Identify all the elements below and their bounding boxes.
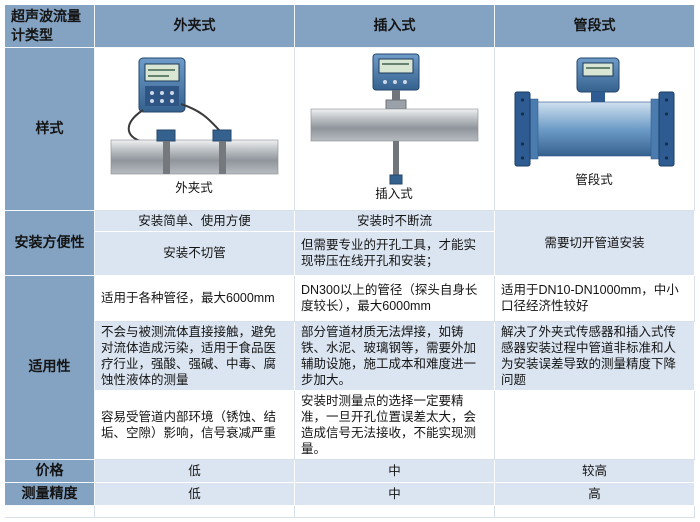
row-label-applicability: 适用性 — [5, 275, 95, 460]
empty-cell — [295, 505, 495, 518]
applicability-pipe-section-3 — [495, 390, 695, 460]
accuracy-insertion: 中 — [295, 482, 495, 506]
pipe-section-flowmeter-image: 管段式 — [514, 57, 675, 187]
price-clamp: 低 — [95, 459, 295, 483]
style-cell-insertion: 插入式 — [295, 47, 495, 211]
clamp-on-flowmeter-image: 外夹式 — [110, 57, 279, 195]
insertion-flowmeter-image: 插入式 — [310, 53, 479, 201]
applicability-pipe-section-1: 适用于DN10-DN1000mm，中小口径经济性较好 — [495, 275, 695, 322]
applicability-row-2: 不会与被测流体直接接触，避免对流体造成污染，适用于食品医疗行业，强酸、强碱、中毒… — [5, 321, 695, 391]
row-label-price: 价格 — [5, 459, 95, 483]
pipe-section-image-caption: 管段式 — [575, 172, 613, 187]
install-clamp-note-2: 安装不切管 — [95, 231, 295, 276]
empty-cell — [5, 505, 95, 518]
header-corner: 超声波流量计类型 — [5, 5, 95, 48]
install-insertion-note-2: 但需要专业的开孔工具，才能实现带压在线开孔和安装； — [295, 231, 495, 276]
price-pipe-section: 较高 — [495, 459, 695, 483]
clamp-on-image-caption: 外夹式 — [175, 181, 213, 195]
install-row-1: 安装方便性 安装简单、使用方便 安装时不断流 需要切开管道安装 — [5, 210, 695, 276]
install-pipe-section-note: 需要切开管道安装 — [495, 210, 695, 276]
applicability-clamp-1: 适用于各种管径，最大6000mm — [95, 275, 295, 322]
row-label-style: 样式 — [5, 47, 95, 211]
column-header-clamp-on: 外夹式 — [95, 5, 295, 48]
header-row: 超声波流量计类型 外夹式 插入式 管段式 — [5, 5, 695, 48]
accuracy-row: 测量精度 低 中 高 — [5, 482, 695, 506]
empty-cell — [95, 505, 295, 518]
empty-bottom-row — [5, 505, 695, 518]
column-header-pipe-section: 管段式 — [495, 5, 695, 48]
style-row: 样式 — [5, 47, 695, 211]
applicability-row-3: 容易受管道内部环境（锈蚀、结垢、空隙）影响，信号衰减严重 安装时测量点的选择一定… — [5, 390, 695, 460]
empty-cell — [495, 505, 695, 518]
applicability-clamp-3: 容易受管道内部环境（锈蚀、结垢、空隙）影响，信号衰减严重 — [95, 390, 295, 460]
flowmeter-comparison-table: 超声波流量计类型 外夹式 插入式 管段式 样式 — [5, 5, 695, 518]
install-insertion-note-1: 安装时不断流 — [295, 210, 495, 232]
applicability-clamp-2: 不会与被测流体直接接触，避免对流体造成污染，适用于食品医疗行业，强酸、强碱、中毒… — [95, 321, 295, 391]
row-label-accuracy: 测量精度 — [5, 482, 95, 506]
applicability-pipe-section-2: 解决了外夹式传感器和插入式传感器安装过程中管道非标准和人为安装误差导致的测量精度… — [495, 321, 695, 391]
install-row-2: 安装不切管 但需要专业的开孔工具，才能实现带压在线开孔和安装； — [5, 231, 695, 276]
accuracy-clamp: 低 — [95, 482, 295, 506]
row-label-installation: 安装方便性 — [5, 210, 95, 276]
accuracy-pipe-section: 高 — [495, 482, 695, 506]
applicability-insertion-2: 部分管道材质无法焊接，如铸铁、水泥、玻璃钢等，需要外加辅助设施，施工成本和难度进… — [295, 321, 495, 391]
applicability-row-1: 适用性 适用于各种管径，最大6000mm DN300以上的管径（探头自身长度较长… — [5, 275, 695, 460]
install-clamp-note-1: 安装简单、使用方便 — [95, 210, 295, 232]
style-cell-pipe-section: 管段式 — [495, 47, 695, 211]
price-insertion: 中 — [295, 459, 495, 483]
insertion-image-caption: 插入式 — [375, 187, 413, 201]
price-row: 价格 低 中 较高 — [5, 459, 695, 483]
applicability-insertion-1: DN300以上的管径（探头自身长度较长），最大6000mm — [295, 275, 495, 322]
applicability-insertion-3: 安装时测量点的选择一定要精准，一旦开孔位置误差太大，会造成信号无法接收，不能实现… — [295, 390, 495, 460]
column-header-insertion: 插入式 — [295, 5, 495, 48]
style-cell-clamp-on: 外夹式 — [95, 47, 295, 211]
